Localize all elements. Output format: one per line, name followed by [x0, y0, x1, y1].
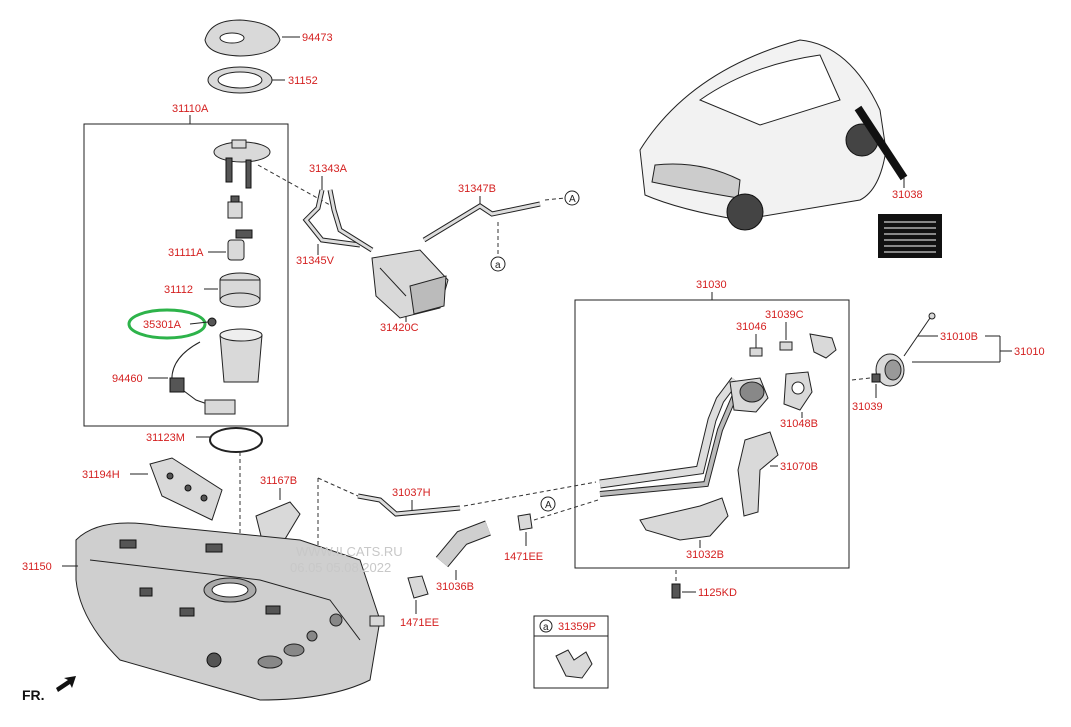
label-31110A: 31110A — [172, 103, 209, 115]
filler-neck-31030 — [599, 377, 769, 497]
label-31030: 31030 — [696, 279, 727, 291]
fuel-warning-label — [878, 214, 942, 258]
label-31152: 31152 — [288, 75, 318, 87]
label-31070B: 31070B — [780, 461, 818, 473]
label-31420C: 31420C — [380, 322, 419, 334]
label-1125KD: 1125KD — [698, 587, 737, 599]
label-31037H: 31037H — [392, 487, 431, 499]
filler-neck-box — [574, 299, 850, 569]
o-ring-31123M — [209, 427, 263, 453]
vapor-hose-31345V — [302, 189, 374, 253]
reservoir-94460 — [169, 328, 263, 415]
fuel-tank-31150 — [75, 522, 385, 701]
label-94473: 94473 — [302, 32, 333, 44]
pump-assembly-box — [83, 123, 289, 427]
filler-hose-31036B — [435, 520, 491, 568]
fuel-warning-label-text — [884, 221, 936, 253]
connector — [227, 195, 243, 219]
label-31032B: 31032B — [686, 549, 724, 561]
label-31010B: 31010B — [940, 331, 978, 343]
label-31123M: 31123M — [146, 432, 185, 444]
label-35301A: 35301A — [143, 319, 182, 331]
label-94460: 94460 — [112, 373, 143, 385]
label-31359P: 31359P — [558, 621, 596, 633]
protector-31032B — [639, 497, 729, 541]
vapor-hose-31347B — [422, 201, 541, 243]
label-31039: 31039 — [852, 401, 883, 413]
watermark-line1: WWW.ILCATS.RU — [296, 544, 403, 559]
callout-A-mid — [540, 496, 556, 512]
clip-1471EE-upper — [517, 513, 533, 531]
callout-a-top-text: a — [495, 260, 501, 271]
bolt-1125KD — [671, 583, 681, 599]
label-31347B: 31347B — [458, 183, 496, 195]
callout-A-top — [564, 190, 580, 206]
vent-hose-31037H — [357, 493, 461, 517]
callout-a-detail — [539, 619, 553, 633]
screw-31039 — [871, 373, 881, 383]
canister-31420C — [371, 249, 449, 319]
clip-1471EE-lower — [407, 575, 429, 599]
fuel-pump-31112 — [219, 272, 261, 308]
watermark-line2: 06.05 05.08.2022 — [290, 560, 391, 575]
label-31343A: 31343A — [309, 163, 348, 175]
gasket-31048B — [783, 371, 813, 411]
front-arrow-icon — [56, 676, 76, 692]
label-1471EE-lower: 1471EE — [400, 617, 439, 629]
label-31036B: 31036B — [436, 581, 474, 593]
label-31039C: 31039C — [765, 309, 804, 321]
pressure-regulator-31111A — [227, 229, 253, 261]
car-illustration — [639, 39, 908, 231]
label-31010: 31010 — [1014, 346, 1045, 358]
callout-A-mid-text: A — [545, 500, 552, 511]
front-direction-label: FR. — [22, 687, 45, 703]
label-31150: 31150 — [22, 561, 52, 573]
seal-94473 — [204, 19, 300, 57]
label-31046: 31046 — [736, 321, 767, 333]
label-31194H: 31194H — [82, 469, 120, 481]
label-31345V: 31345V — [296, 255, 335, 267]
clip-31039C — [779, 333, 837, 359]
label-31038: 31038 — [892, 189, 923, 201]
clip-31359P — [555, 649, 593, 679]
label-31167B: 31167B — [260, 475, 297, 487]
protector-31070B — [737, 431, 779, 517]
sensor-35301A — [207, 317, 217, 327]
lock-ring-31152 — [207, 66, 285, 94]
label-31048B: 31048B — [780, 418, 818, 430]
label-31112: 31112 — [164, 284, 193, 296]
highlight-35301A — [127, 308, 207, 340]
grommet-31046 — [749, 347, 763, 357]
callout-a-detail-text: a — [543, 622, 549, 633]
detail-box-31359P — [533, 615, 609, 689]
callout-a-top — [490, 256, 506, 272]
label-1471EE-upper: 1471EE — [504, 551, 543, 563]
pump-flange — [213, 139, 271, 189]
heat-protector-31194H — [149, 457, 223, 521]
callout-A-top-text: A — [569, 194, 576, 205]
fuel-cap-31010 — [875, 312, 936, 387]
label-31111A: 31111A — [168, 247, 204, 259]
